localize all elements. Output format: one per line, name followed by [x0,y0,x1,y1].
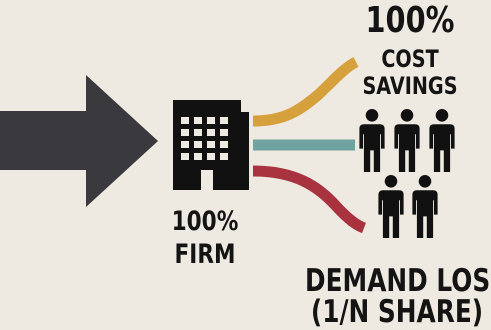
cost-savings-label-line1: COST [381,45,439,73]
building-window [194,153,202,160]
building-window [181,129,189,136]
building-window [181,141,189,148]
building-window [194,141,202,148]
demand-loss-label-line1: DEMAND LOSS [305,263,491,299]
building-window [194,129,202,136]
cost-savings-label-line2: SAVINGS [362,72,458,100]
firm-label: FIRM [174,239,236,270]
person-icon [394,109,420,172]
flow-demand-loss [252,165,367,234]
building-window [207,141,215,148]
building-window [207,153,215,160]
building-window [220,153,228,160]
input-arrow-icon [0,75,158,207]
building-window [194,117,202,124]
demand-loss-label-line2: (1/N SHARE) [310,294,484,330]
person-icon [429,109,455,172]
building-window [220,141,228,148]
building-window [207,117,215,124]
building-window [181,153,189,160]
flow-cost-savings [252,57,359,127]
firm-percent: 100% [171,206,239,237]
cost-savings-percent: 100% [365,0,455,41]
building-window [207,129,215,136]
office-building-icon [173,100,249,190]
building-window [220,117,228,124]
building-window [220,129,228,136]
person-icon [378,175,404,238]
person-icon [359,109,385,172]
building-window [181,117,189,124]
person-icon [412,175,438,238]
